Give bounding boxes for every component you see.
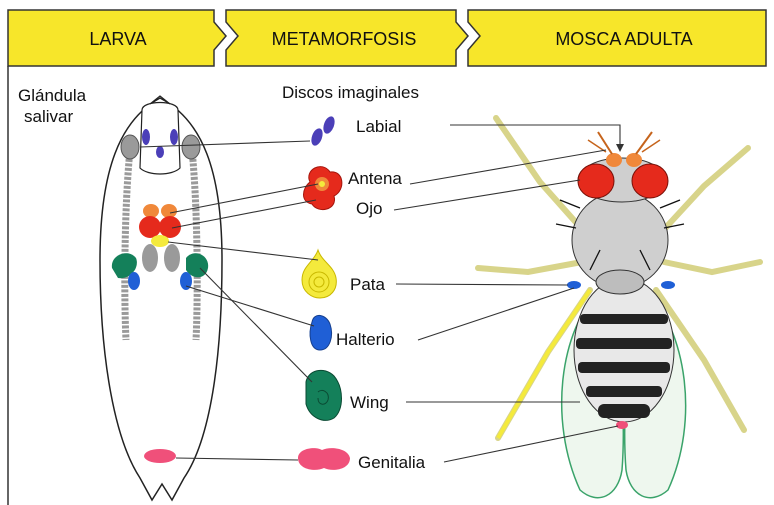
brain-lobe-left [142, 244, 158, 272]
larva-disc-labial-center [156, 146, 164, 158]
label-leg: Pata [350, 275, 386, 294]
fly-antenna-right [626, 153, 642, 167]
label-salivary-gland-line2: salivar [24, 107, 73, 126]
line-leg-adult [396, 284, 568, 285]
brain-lobe-right [164, 244, 180, 272]
larva-disc-labial-right [170, 129, 178, 145]
larva-disc-antenna-right [161, 204, 177, 218]
label-wing: Wing [350, 393, 389, 412]
adult-fly [478, 118, 760, 498]
larva-disc-labial-left [142, 129, 150, 145]
larva-disc-genitalia [144, 449, 176, 463]
larva-disc-eye-left [139, 216, 161, 238]
line-haltere-adult [418, 288, 574, 340]
stage-label-metamorphosis: METAMORFOSIS [272, 29, 417, 49]
fly-antenna-left [606, 153, 622, 167]
stage-label-adult: MOSCA ADULTA [555, 29, 692, 49]
label-salivary-gland-line1: Glándula [18, 86, 87, 105]
fly-genitalia [616, 421, 628, 429]
disc-antenna-center [319, 181, 325, 187]
arrow-head-labial [616, 144, 624, 152]
larva-disc-leg [151, 235, 169, 247]
fly-abdomen [574, 278, 674, 422]
disc-genitalia [298, 448, 350, 470]
fly-haltere-left [567, 281, 581, 289]
disc-haltere [310, 315, 331, 350]
fly-scutellum [596, 270, 644, 294]
larva [100, 96, 222, 500]
salivary-gland-right [182, 135, 200, 159]
imaginal-discs [298, 115, 350, 470]
label-imaginal-discs: Discos imaginales [282, 83, 419, 102]
fly-haltere-right [661, 281, 675, 289]
disc-labial-a [309, 127, 325, 147]
disc-wing [306, 370, 342, 420]
larva-disc-antenna-left [143, 204, 159, 218]
label-eye: Ojo [356, 199, 382, 218]
label-genitalia: Genitalia [358, 453, 426, 472]
label-antenna: Antena [348, 169, 402, 188]
salivary-gland-left [121, 135, 139, 159]
line-labial-adult [450, 125, 620, 150]
fly-eye-right [632, 164, 668, 198]
stage-label-larva: LARVA [89, 29, 146, 49]
label-haltere: Halterio [336, 330, 395, 349]
fly-eye-left [578, 164, 614, 198]
fly-aristae-branches [588, 140, 660, 152]
stage-header: LARVA METAMORFOSIS MOSCA ADULTA [8, 10, 766, 66]
label-labial: Labial [356, 117, 401, 136]
larva-disc-haltere-left [128, 272, 140, 290]
disc-labial-b [321, 115, 337, 135]
line-antenna-adult [410, 150, 606, 184]
disc-leg [302, 250, 336, 298]
